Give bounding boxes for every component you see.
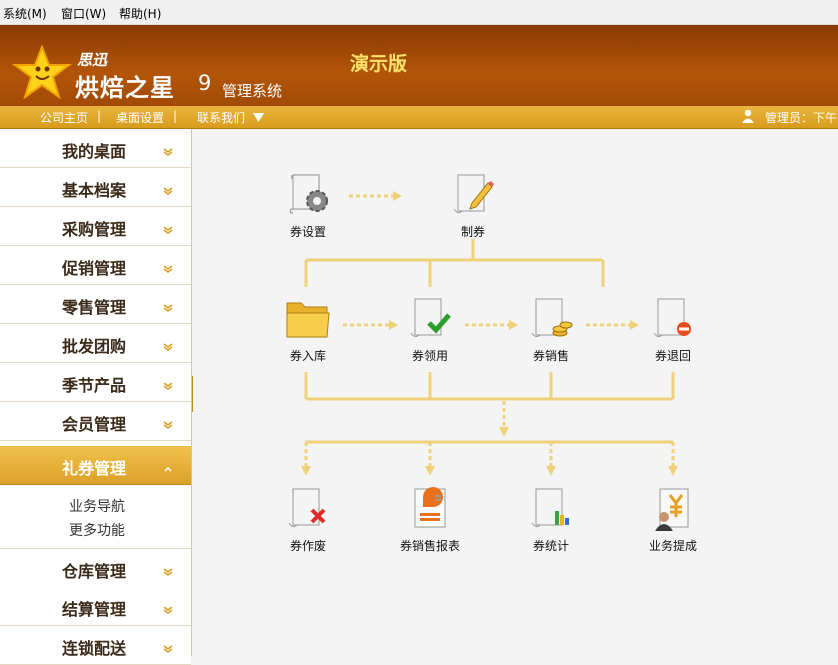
flow-connectors: [301, 191, 678, 476]
sidebar-item-label: 基本档案: [62, 181, 127, 200]
sidebar-item-membership[interactable]: 会员管理: [0, 402, 191, 441]
chevron-down-icon: [163, 568, 173, 576]
sidebar-item-label: 我的桌面: [62, 142, 127, 161]
sidebar-item-basic-records[interactable]: 基本档案: [0, 168, 191, 207]
flow-node-coupon-return[interactable]: 券退回: [633, 297, 713, 364]
chevron-down-icon: [163, 226, 173, 234]
user-icon: [742, 109, 754, 123]
sidebar-subitem-more-functions[interactable]: 更多功能: [69, 523, 125, 539]
flow-node-label: 制券: [460, 225, 485, 239]
flow-node-coupon-sale[interactable]: 券销售: [511, 297, 591, 364]
dropdown-triangle-icon[interactable]: [253, 112, 264, 122]
sidebar-item-promotion[interactable]: 促销管理: [0, 246, 191, 285]
sidebar-item-label: 连锁配送: [62, 639, 127, 658]
flow-node-label: 券入库: [289, 349, 326, 363]
sidebar-item-wholesale[interactable]: 批发团购: [0, 324, 191, 363]
sidebar-item-my-desktop[interactable]: 我的桌面: [0, 129, 191, 168]
chevron-down-icon: [163, 304, 173, 312]
gear-document-icon: [289, 174, 328, 214]
flow-node-coupon-in[interactable]: 券入库: [268, 297, 348, 364]
flow-node-label: 券销售: [532, 349, 569, 363]
sidebar-item-label: 采购管理: [62, 220, 127, 239]
chevron-down-icon: [163, 187, 173, 195]
menu-window[interactable]: 窗口(W): [61, 7, 107, 21]
sidebar-item-label: 结算管理: [62, 600, 127, 619]
coupon-flow-panel: 券设置 制券 券入库 券领用: [193, 129, 838, 656]
sidebar-item-label: 季节产品: [62, 376, 127, 395]
brand-version: 9: [198, 71, 212, 95]
sidebar-item-label: 零售管理: [62, 298, 127, 317]
link-desktop-settings[interactable]: 桌面设置: [116, 111, 165, 125]
toolbar-divider: |: [97, 109, 102, 123]
pencil-document-icon: [453, 174, 494, 214]
chevron-up-icon: [164, 466, 172, 472]
link-contact-us[interactable]: 联系我们: [197, 111, 246, 125]
flow-node-coupon-settings[interactable]: 券设置: [268, 173, 348, 240]
sidebar-item-label: 仓库管理: [62, 562, 127, 581]
sidebar-item-label: 促销管理: [62, 259, 127, 278]
sidebar-item-warehouse[interactable]: 仓库管理: [0, 548, 191, 588]
coins-document-icon: [531, 298, 573, 338]
chevron-down-icon: [163, 421, 173, 429]
top-toolbar: 公司主页 | 桌面设置 | 联系我们 管理员：下午: [0, 106, 838, 129]
flow-node-label: 业务提成: [648, 539, 697, 553]
flow-node-business-commission[interactable]: 业务提成: [633, 487, 713, 554]
link-company-home[interactable]: 公司主页: [40, 111, 89, 125]
edition-label: 演示版: [350, 53, 408, 75]
flow-node-label: 券销售报表: [399, 539, 460, 553]
chevron-down-icon: [163, 148, 173, 156]
flow-node-label: 券领用: [411, 349, 448, 363]
brand-company: 思迅: [77, 51, 108, 69]
sidebar-item-label: 礼券管理: [62, 459, 127, 478]
chevron-down-icon: [163, 606, 173, 614]
folder-icon: [286, 302, 330, 338]
flow-node-make-coupon[interactable]: 制券: [433, 173, 513, 240]
flow-node-coupon-void[interactable]: 券作废: [268, 487, 348, 554]
report-chart-icon: [414, 487, 446, 528]
bar-chart-document-icon: [531, 488, 569, 528]
chevron-down-icon: [163, 265, 173, 273]
flow-node-coupon-sales-report[interactable]: 券销售报表: [390, 487, 470, 554]
brand-system: 管理系统: [222, 82, 283, 100]
sidebar-item-chain-distribution[interactable]: 连锁配送: [0, 626, 191, 665]
chevron-down-icon: [163, 645, 173, 653]
brand-product: 烘焙之星: [75, 74, 175, 102]
checkmark-document-icon: [410, 298, 451, 338]
sidebar-item-label: 会员管理: [62, 415, 127, 434]
sidebar-item-seasonal[interactable]: 季节产品: [0, 363, 191, 402]
x-document-icon: [288, 488, 326, 528]
sidebar-subitem-business-nav[interactable]: 业务导航: [69, 499, 125, 515]
toolbar-divider: |: [173, 109, 178, 123]
flow-node-label: 券设置: [289, 225, 326, 239]
sidebar-item-settlement[interactable]: 结算管理: [0, 587, 191, 626]
star-logo-icon: [12, 45, 72, 100]
sidebar-item-coupons[interactable]: 礼券管理: [0, 446, 191, 485]
app-header: 思迅 烘焙之星 9 管理系统 演示版: [0, 25, 838, 106]
chevron-down-icon: [163, 343, 173, 351]
minus-document-icon: [653, 298, 691, 338]
flow-node-coupon-stats[interactable]: 券统计: [511, 487, 591, 554]
flow-node-coupon-claim[interactable]: 券领用: [390, 297, 470, 364]
person-yen-icon: [655, 488, 689, 531]
sidebar-item-retail[interactable]: 零售管理: [0, 285, 191, 324]
chevron-down-icon: [163, 382, 173, 390]
flow-node-label: 券统计: [532, 539, 569, 553]
flow-node-label: 券作废: [289, 539, 326, 553]
sidebar-item-label: 批发团购: [62, 337, 127, 356]
menu-system[interactable]: 系统(M): [3, 7, 47, 21]
menu-bar: 系统(M) 窗口(W) 帮助(H): [0, 0, 838, 25]
sidebar: 我的桌面 基本档案 采购管理 促销管理 零售管理 批发团购 季节产品 会员管理 …: [0, 129, 192, 665]
flow-node-label: 券退回: [654, 349, 691, 363]
menu-help[interactable]: 帮助(H): [119, 7, 162, 21]
admin-label: 管理员：下午: [765, 111, 838, 125]
sidebar-item-purchasing[interactable]: 采购管理: [0, 207, 191, 246]
